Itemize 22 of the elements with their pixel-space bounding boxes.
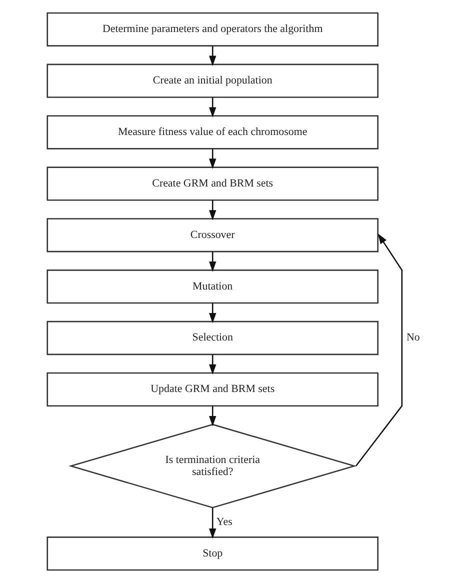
node-box: Create GRM and BRM sets [46,166,378,201]
node-box: Update GRM and BRM sets [46,372,378,407]
arrow [208,200,216,220]
arrow [208,98,216,118]
arrow [354,233,402,466]
node-box: Create an initial population [46,64,378,98]
edge-label: No [406,332,420,344]
arrow [208,252,216,272]
arrow [208,46,216,66]
arrow [208,508,216,539]
edge-label: Yes [216,516,232,528]
node-diamond: Is termination criteria satisfied? [68,424,356,508]
node-box: Determine parameters and operators the algorithm [46,12,378,46]
arrow [208,148,216,169]
arrow [208,354,216,375]
node-box: Mutation [46,270,378,304]
node-box: Crossover [46,218,378,252]
node-box: Measure fitness value of each chromosome [46,115,378,150]
node-box: Stop [46,536,378,571]
node-box: Selection [46,320,378,356]
arrow [208,303,216,324]
arrow [208,406,216,426]
